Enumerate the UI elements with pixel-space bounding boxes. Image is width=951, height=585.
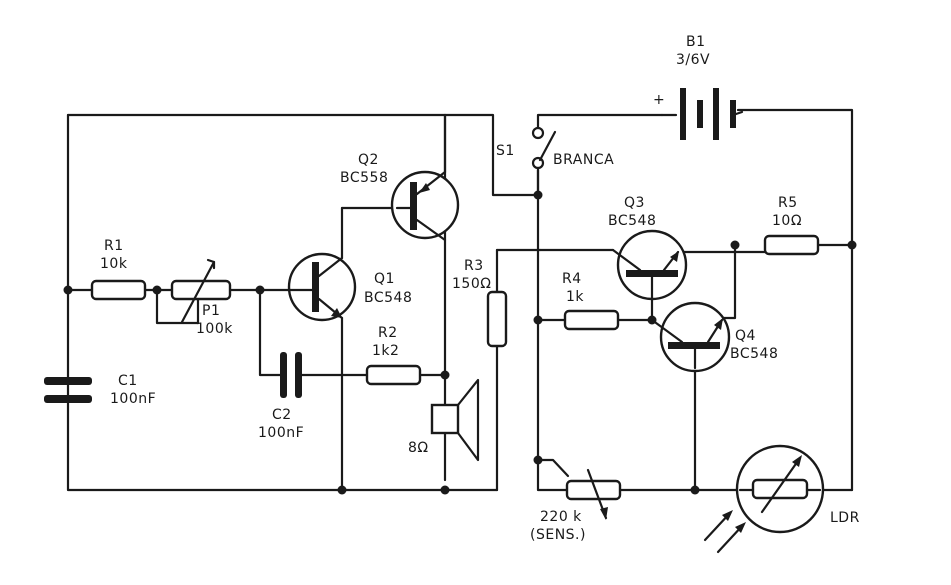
r4-value: 1k: [566, 289, 584, 305]
q1-ref: Q1: [374, 271, 395, 287]
ldr-sensor: LDR: [703, 444, 860, 554]
r4-ref: R4: [562, 271, 582, 287]
potentiometer-sens: 220 k (SENS.): [530, 468, 622, 543]
q4-value: BC548: [730, 346, 778, 362]
r2-value: 1k2: [372, 343, 399, 359]
ldr-label: LDR: [830, 510, 860, 526]
sens-value: 220 k: [540, 509, 582, 525]
sens-note: (SENS.): [530, 527, 586, 543]
s1-value: BRANCA: [553, 152, 614, 168]
b1-polarity: +: [653, 92, 665, 108]
q2-ref: Q2: [358, 152, 379, 168]
q3-value: BC548: [608, 213, 656, 229]
p1-value: 100k: [196, 321, 233, 337]
s1-ref: S1: [496, 143, 515, 159]
c1-ref: C1: [118, 373, 138, 389]
capacitor-c2: C2 100nF: [258, 352, 304, 441]
transistor-q1: Q1 BC548: [286, 252, 412, 322]
q3-ref: Q3: [624, 195, 645, 211]
transistor-q3: Q3 BC548: [608, 195, 688, 301]
battery-b1: + B1 3/6V: [653, 34, 744, 140]
capacitor-c1: C1 100nF: [44, 373, 156, 407]
switch-s1: S1 BRANCA: [496, 126, 614, 197]
b1-value: 3/6V: [676, 52, 710, 68]
speaker: 8Ω: [408, 378, 480, 462]
c2-ref: C2: [272, 407, 292, 423]
r5-value: 10Ω: [772, 213, 802, 229]
r3-value: 150Ω: [452, 276, 491, 292]
q1-value: BC548: [364, 290, 412, 306]
resistor-r5: R5 10Ω: [763, 195, 820, 256]
p1-ref: P1: [202, 303, 220, 319]
q4-ref: Q4: [735, 328, 756, 344]
resistor-r4: R4 1k: [562, 271, 620, 331]
resistor-r1: R1 10k: [90, 238, 147, 301]
b1-ref: B1: [686, 34, 706, 50]
transistor-q4: Q4 BC548: [650, 301, 778, 373]
r1-value: 10k: [100, 256, 128, 272]
c1-value: 100nF: [110, 391, 156, 407]
q2-value: BC558: [340, 170, 388, 186]
potentiometer-p1: P1 100k: [170, 258, 233, 337]
r2-ref: R2: [378, 325, 398, 341]
r3-ref: R3: [464, 258, 484, 274]
wires: [66, 108, 854, 492]
resistor-r3: R3 150Ω: [452, 258, 508, 348]
speaker-value: 8Ω: [408, 440, 429, 456]
transistor-q2: Q2 BC558: [340, 113, 460, 242]
c2-value: 100nF: [258, 425, 304, 441]
resistor-r2: R2 1k2: [365, 325, 422, 386]
r5-ref: R5: [778, 195, 798, 211]
r1-ref: R1: [104, 238, 124, 254]
